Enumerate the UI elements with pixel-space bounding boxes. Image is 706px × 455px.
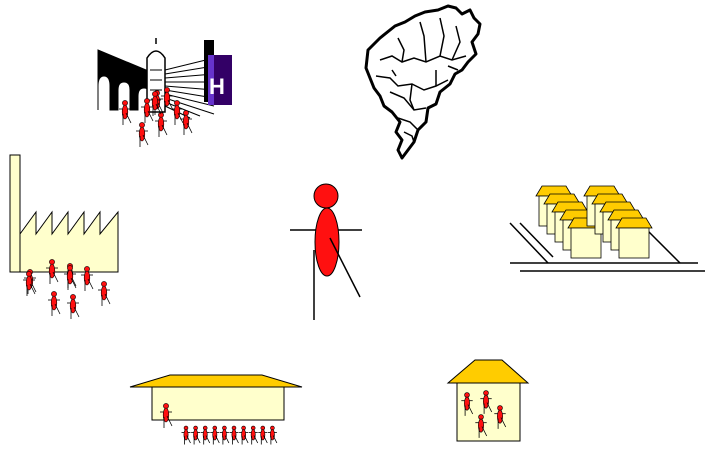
- person-icon: [182, 426, 191, 444]
- hospital-sign-label: H: [209, 74, 225, 99]
- person-icon: [119, 100, 131, 125]
- person-icon: [258, 426, 267, 444]
- house-icon: [616, 218, 652, 258]
- person-icon: [191, 426, 200, 444]
- factory-building: [20, 212, 118, 272]
- house-scene: [448, 360, 528, 441]
- person-icon: [220, 426, 229, 444]
- house-roof: [448, 360, 528, 383]
- person-icon: [48, 291, 60, 316]
- regional-map: [366, 6, 480, 158]
- housing-estate: [510, 186, 705, 271]
- person-icon: [268, 426, 277, 444]
- hospital-sign: H: [208, 55, 232, 105]
- central-person-body: [315, 208, 339, 276]
- person-icon: [239, 426, 248, 444]
- person-icon: [67, 294, 79, 319]
- central-person: [290, 184, 362, 320]
- map-outline: [366, 6, 480, 158]
- factory-scene: [10, 155, 118, 319]
- person-icon: [201, 426, 210, 444]
- school-scene: [130, 375, 302, 445]
- school-roof: [130, 375, 302, 387]
- person-icon: [171, 100, 183, 125]
- person-icon: [155, 112, 167, 137]
- person-icon: [230, 426, 239, 444]
- person-icon: [98, 281, 110, 306]
- person-icon: [210, 426, 219, 444]
- house-body: [457, 383, 520, 441]
- person-icon: [23, 271, 35, 296]
- school-building: [152, 387, 284, 420]
- hospital-scene: H: [98, 38, 232, 147]
- central-person-head: [314, 184, 338, 208]
- factory-chimney: [10, 155, 20, 272]
- person-icon: [136, 122, 148, 147]
- estate-houses: [536, 186, 652, 258]
- person-icon: [249, 426, 258, 444]
